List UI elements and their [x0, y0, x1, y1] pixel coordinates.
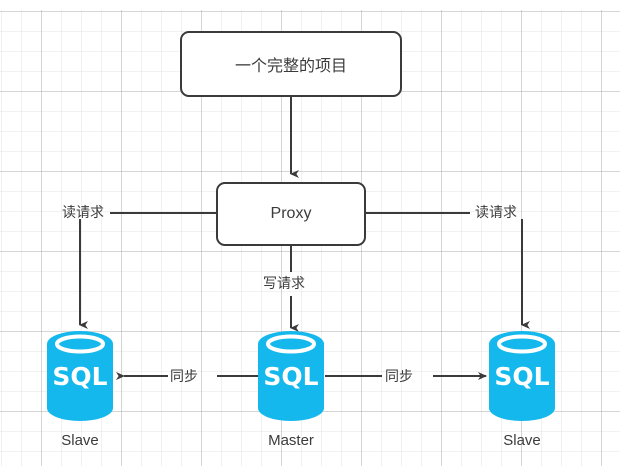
db-caption-slave-left: Slave [61, 432, 99, 449]
db-node-slave-left[interactable]: SQL [46, 330, 114, 422]
node-proxy-box[interactable]: Proxy [216, 182, 366, 246]
db-node-master[interactable]: SQL [257, 330, 325, 422]
edge-label-sync-left: 同步 [170, 368, 198, 384]
db-node-slave-right[interactable]: SQL [488, 330, 556, 422]
db-caption-master: Master [268, 432, 314, 449]
node-proxy-label: Proxy [270, 205, 312, 222]
db-badge-master: SQL [263, 362, 318, 391]
edge-label-read-left: 读请求 [62, 204, 104, 220]
db-badge-slave-right: SQL [494, 362, 549, 391]
edge-label-read-right: 读请求 [475, 204, 517, 220]
node-project-box[interactable]: 一个完整的项目 [180, 31, 402, 97]
node-project-label: 一个完整的项目 [234, 58, 347, 75]
edge-label-write: 写请求 [263, 275, 305, 291]
edge-label-sync-right: 同步 [385, 368, 413, 384]
db-badge-slave-left: SQL [52, 362, 107, 391]
db-caption-slave-right: Slave [503, 432, 541, 449]
